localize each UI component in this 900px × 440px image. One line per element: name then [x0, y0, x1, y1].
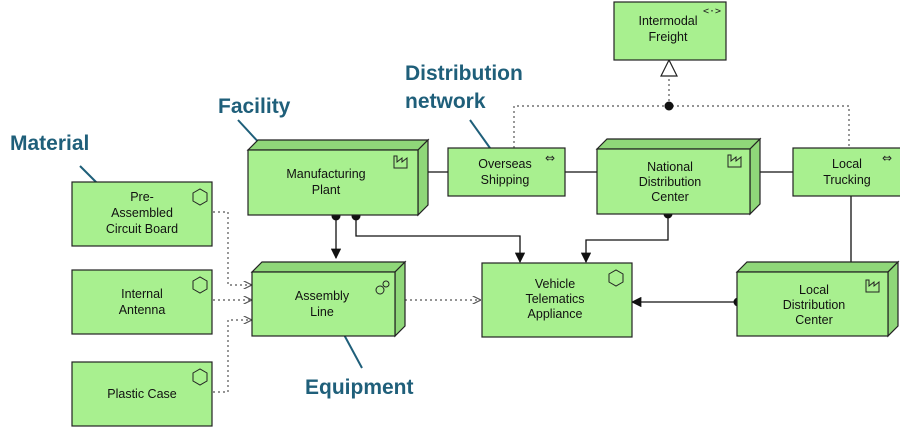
node-label-line: Manufacturing	[286, 167, 365, 181]
flow-circuit-to-assembly	[213, 211, 251, 285]
node-label-line: Overseas	[478, 157, 532, 171]
assoc-national-telematics	[580, 214, 669, 264]
node-label-line: Shipping	[481, 173, 530, 187]
double-arrow-icon: ⇔	[545, 151, 555, 165]
svg-text:<·>: <·>	[703, 6, 721, 17]
hexagon-icon	[192, 276, 208, 294]
hexagon-icon	[608, 269, 624, 287]
node-label-line: Freight	[649, 30, 688, 44]
node-label-line: Telematics	[525, 292, 584, 306]
node-label-line: Center	[795, 313, 833, 327]
callout-material: Material	[10, 132, 89, 155]
flow-case-to-assembly	[213, 320, 251, 393]
callout-equipment: Equipment	[305, 376, 414, 399]
node-label-line: Appliance	[528, 307, 583, 321]
svg-text:⇔: ⇔	[882, 151, 892, 165]
callout-facility: Facility	[218, 95, 291, 118]
factory-icon	[727, 154, 742, 168]
node-label-line: Assembled	[111, 206, 173, 220]
specialization-triangle	[660, 58, 678, 77]
node-label-line: Distribution	[639, 175, 702, 189]
node-label-line: Internal	[121, 287, 163, 301]
node-label-line: National	[647, 160, 693, 174]
callout-distribution-line2: network	[405, 90, 486, 113]
node-label-line: Intermodal	[638, 14, 697, 28]
node-label-line: Line	[310, 305, 334, 319]
callout-labels: Material Facility Distribution network E…	[10, 62, 523, 399]
hexagon-icon	[192, 188, 208, 206]
node-label-line: Center	[651, 190, 689, 204]
node-label-line: Trucking	[823, 173, 871, 187]
node-label-line: Plant	[312, 183, 341, 197]
node-label-line: Local	[799, 283, 829, 297]
hexagon-icon	[192, 368, 208, 386]
node-label-line: Plastic Case	[107, 387, 177, 401]
node-label-line: Pre-	[130, 190, 154, 204]
node-label-line: Antenna	[119, 303, 166, 317]
code-brackets-icon: <·>	[703, 6, 721, 17]
callout-line-distribution	[469, 119, 491, 149]
node-plastic-case[interactable]: Plastic Case	[71, 361, 213, 427]
factory-icon	[865, 279, 880, 293]
svg-text:⇔: ⇔	[545, 151, 555, 165]
svg-text:Plastic Case: Plastic Case	[107, 387, 177, 401]
double-arrow-icon: ⇔	[882, 151, 892, 165]
node-label-line: Distribution	[783, 298, 846, 312]
node-label-line: Assembly	[295, 289, 350, 303]
junction-dot	[664, 101, 674, 111]
factory-icon	[393, 155, 408, 169]
callout-distribution-line1: Distribution	[405, 62, 523, 85]
gears-icon	[375, 280, 390, 295]
node-label-line: Vehicle	[535, 277, 575, 291]
assoc-plant-telematics	[355, 218, 526, 264]
node-label-line: Local	[832, 157, 862, 171]
freight-bus	[513, 105, 850, 148]
connections	[213, 58, 852, 393]
node-label-line: Circuit Board	[106, 222, 178, 236]
